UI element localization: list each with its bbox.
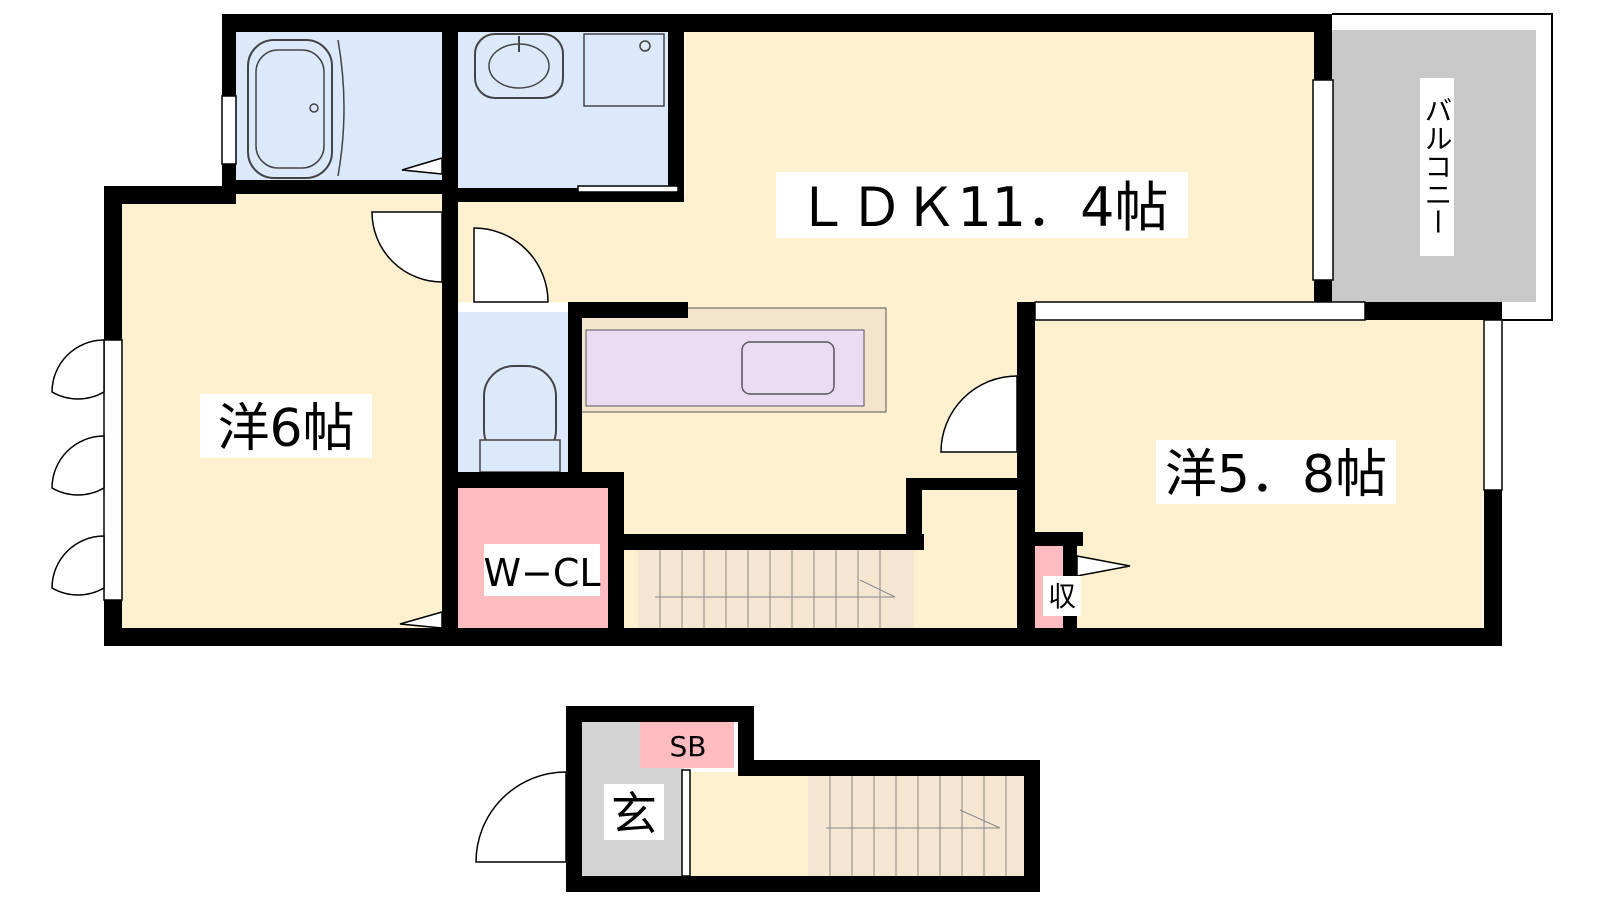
entrance-door — [475, 769, 691, 877]
bathtub — [247, 39, 333, 179]
lower-floor: SB 玄 — [475, 706, 1040, 892]
shoe-box-floor — [640, 722, 734, 768]
bathtub-inner — [255, 49, 325, 169]
shoe-box-label: SB — [670, 730, 707, 763]
walk-in-closet-label-text: W−CL — [483, 551, 600, 595]
kitchen-sink — [741, 341, 835, 395]
storage-label: 収 — [1043, 576, 1081, 616]
lower-walls — [566, 706, 1040, 892]
western-room-6-label: 洋6帖 — [200, 394, 372, 459]
balcony-label: バルコニー — [1420, 78, 1454, 256]
upper-stair-treads — [655, 550, 896, 642]
entrance-label: 玄 — [604, 784, 664, 841]
balcony-label-text: バルコニー — [1421, 96, 1454, 236]
lower-stairs — [808, 776, 1024, 882]
toilet-tank — [479, 439, 561, 473]
western-room-6-label-text: 洋6帖 — [217, 399, 354, 459]
washbasin — [474, 33, 564, 99]
ldk-label-text: ＬＤＫ11．4帖 — [795, 176, 1168, 239]
western-room-58-label-text: 洋5．8帖 — [1165, 445, 1387, 505]
lower-stair-treads — [826, 776, 1007, 882]
balcony-rail — [1332, 13, 1553, 321]
western-room-58-label: 洋5．8帖 — [1156, 440, 1396, 505]
doors — [51, 156, 1131, 629]
entrance-label-text: 玄 — [611, 787, 657, 841]
storage-label-text: 収 — [1048, 580, 1076, 613]
washing-machine-pan — [583, 33, 665, 107]
upper-floor: ＬＤＫ11．4帖 洋6帖 洋5．8帖 W−CL 収 バルコニー — [51, 13, 1553, 646]
shoe-box-label-text: SB — [670, 730, 707, 763]
walk-in-closet-label: W−CL — [483, 544, 601, 596]
upper-stairs — [638, 550, 914, 642]
ldk-label: ＬＤＫ11．4帖 — [776, 172, 1188, 239]
windows — [103, 79, 1503, 601]
